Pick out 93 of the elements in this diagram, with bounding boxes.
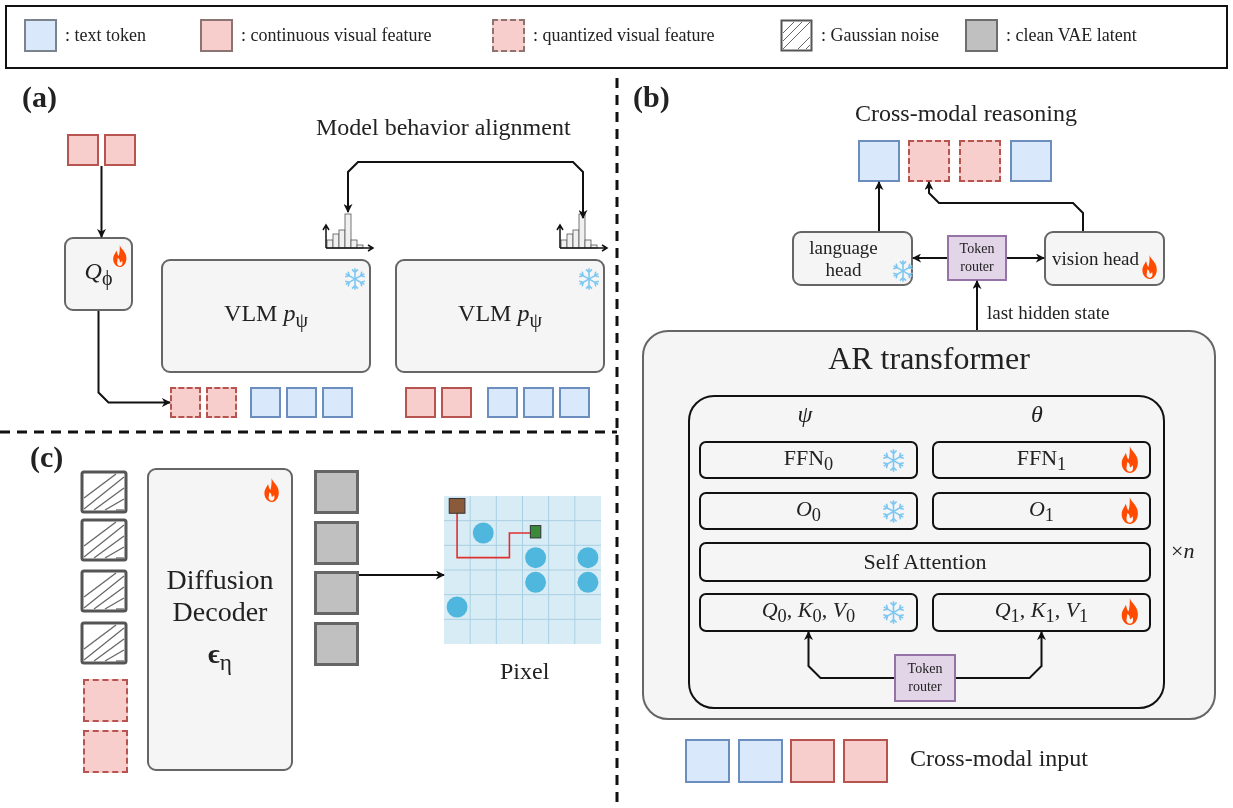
latent-token	[314, 521, 359, 565]
latent-token	[314, 571, 359, 615]
arrow	[97, 310, 171, 407]
panel-label: (b)	[633, 80, 670, 115]
caption: Pixel	[500, 658, 550, 686]
legend-label: : clean VAE latent	[1006, 25, 1137, 46]
module-box	[699, 542, 1151, 582]
visual-feature-token	[843, 739, 888, 783]
module-box	[699, 441, 918, 479]
box-label: VLM p$_{ψ}$	[458, 300, 542, 332]
caption: Cross-modal input	[910, 745, 1088, 773]
panel-label: (c)	[30, 440, 64, 475]
process-box	[147, 468, 293, 771]
legend-label: : Gaussian noise	[821, 25, 939, 46]
module-box	[699, 492, 918, 530]
process-box	[64, 237, 133, 311]
box-label: Token router	[958, 239, 996, 276]
quantized-token	[959, 140, 1001, 182]
latent-token	[314, 622, 359, 666]
noise-token	[80, 470, 128, 514]
column-label: θ	[1030, 401, 1044, 429]
text-token	[250, 387, 281, 418]
box-label: FFN$_{1}$	[1016, 444, 1067, 476]
grid-map-drawing	[444, 496, 601, 644]
box-label: Diffusion Decoder	[165, 563, 275, 628]
text-token	[286, 387, 317, 418]
text-token	[523, 387, 554, 418]
arrow	[972, 280, 982, 331]
process-box	[161, 259, 371, 373]
histogram-drawing	[322, 212, 374, 250]
module-box	[932, 593, 1151, 632]
symbol-label: ϵ$_{η}$	[207, 638, 233, 676]
box-label: O$_{0}$	[795, 495, 822, 527]
visual-feature-token	[405, 387, 436, 418]
layer-block	[688, 395, 1165, 709]
visual-feature-token	[790, 739, 835, 783]
arrow	[924, 181, 1084, 232]
noise-token	[80, 518, 128, 562]
quantized-token	[83, 730, 128, 773]
text-token	[322, 387, 353, 418]
arrow	[955, 631, 1046, 679]
visual-feature-token	[441, 387, 472, 418]
latent-token	[314, 470, 359, 514]
box-label: Self Attention	[863, 549, 987, 575]
box-label: Q$_{1}$, K$_{1}$, V$_{1}$	[994, 597, 1089, 628]
legend-label: : text token	[65, 25, 146, 46]
arrow	[358, 570, 445, 580]
module-box	[932, 441, 1151, 479]
router-box	[894, 654, 956, 702]
caption: Model behavior alignment	[316, 114, 571, 142]
visual-feature-token	[104, 134, 136, 166]
histogram-drawing	[556, 212, 608, 250]
text-token	[1010, 140, 1052, 182]
panel-label: (a)	[22, 80, 57, 115]
box-label: O$_{1}$	[1028, 495, 1055, 527]
noise-token	[80, 569, 128, 613]
text-token	[685, 739, 730, 783]
process-box	[1044, 231, 1165, 286]
box-label: Q$_{0}$, K$_{0}$, V$_{0}$	[761, 597, 856, 628]
quantized-token	[206, 387, 237, 418]
quantized-token	[83, 679, 128, 722]
visual-feature-token	[67, 134, 99, 166]
box-label: language head	[808, 236, 879, 281]
legend-label: : quantized visual feature	[533, 25, 715, 46]
router-box	[947, 235, 1007, 281]
arrow	[97, 165, 106, 238]
box-label: Token router	[906, 659, 944, 696]
arrow	[912, 253, 948, 263]
process-box	[395, 259, 605, 373]
box-label: VLM p$_{ψ}$	[224, 300, 308, 332]
module-box	[932, 492, 1151, 530]
quantized-token	[908, 140, 950, 182]
arrow	[343, 161, 588, 219]
column-label: ψ	[796, 401, 814, 429]
arrow	[874, 181, 884, 232]
text-token	[559, 387, 590, 418]
box-label: vision head	[1050, 247, 1141, 270]
arrow	[1006, 253, 1045, 263]
repeat-count: ×n	[1171, 538, 1195, 564]
text-token	[487, 387, 518, 418]
quantized-token	[170, 387, 201, 418]
caption: Cross-modal reasoning	[855, 100, 1077, 128]
arrow	[804, 631, 895, 679]
process-box	[792, 231, 913, 286]
legend-label: : continuous visual feature	[241, 25, 432, 46]
box-label: FFN$_{0}$	[783, 444, 834, 476]
box-label: Q$_{ϕ}$	[84, 258, 113, 290]
module-box	[699, 593, 918, 632]
noise-token	[80, 621, 128, 665]
panel-title: AR transformer	[827, 340, 1031, 377]
text-token	[858, 140, 900, 182]
transformer-panel	[642, 330, 1216, 720]
text-token	[738, 739, 783, 783]
